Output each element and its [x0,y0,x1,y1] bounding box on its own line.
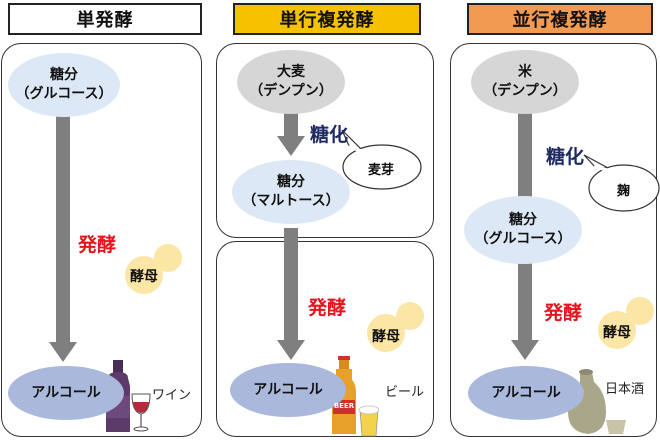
yeast-blob-col2 [367,302,424,352]
wine-glass-icon [131,393,151,432]
starch-rice: 米 （デンプン） [471,50,579,114]
saccharification-label-col2: 糖化 [310,124,349,146]
fermentation-label-col1: 発酵 [78,234,117,256]
sugar-type: （グルコース） [15,86,113,102]
fermentation-label-col2: 発酵 [308,297,347,319]
arrow-col3-saccharification [518,112,532,198]
yeast-label-col3: 酵母 [603,325,631,341]
yeast-blob-col1 [125,244,182,294]
enzyme-malt: 麦芽 [368,163,395,178]
sugar-glucose-col3: 糖分 （グルコース） [464,196,582,264]
arrow-col3-fermentation [511,262,539,360]
panel-single-fermentation [1,43,202,437]
saccharification-label-col3: 糖化 [546,146,585,168]
arrow-col1 [49,112,77,362]
fermentation-label-col3: 発酵 [544,302,583,324]
beer-bottle-label: BEER [333,402,355,410]
panel-parallel-fermentation [450,43,657,437]
header-multiple-parallel-fermentation: 並行複発酵 [467,3,653,35]
yeast-label-col2: 酵母 [372,329,400,345]
sugar-name: 糖分 [509,212,537,228]
alcohol-col2: アルコール [230,363,346,417]
sugar-name: 糖分 [277,174,305,190]
sugar-name: 糖分 [50,67,78,83]
callout-koji [583,154,660,212]
panel-saccharification-stage [216,43,434,238]
drink-label-wine: ワイン [152,388,192,403]
sugar-type: （グルコース） [474,231,572,247]
yeast-blob-col3 [598,297,654,349]
drink-label-beer: ビール [385,385,425,400]
alcohol-col3: アルコール [468,366,584,420]
starch-barley: 大麦 （デンプン） [237,50,345,114]
enzyme-koji: 麹 [617,184,631,199]
arrow-col2-saccharification [277,112,305,156]
sugar-type: （マルトース） [242,193,340,209]
starch-type: （デンプン） [483,83,567,99]
sugar-glucose-col1: 糖分 （グルコース） [8,53,120,117]
header-single-fermentation: 単発酵 [8,3,202,35]
yeast-label-col1: 酵母 [130,269,158,285]
starch-type: （デンプン） [249,83,333,99]
drink-label-sake: 日本酒 [605,382,645,397]
beer-glass-icon [358,405,380,437]
sake-cup-icon [606,420,626,434]
starch-name: 大麦 [277,64,305,80]
alcohol-col1: アルコール [8,366,124,420]
starch-name: 米 [518,64,532,80]
header-multiple-sequential-fermentation: 単行複発酵 [233,3,421,35]
sugar-maltose: 糖分 （マルトース） [232,160,350,224]
callout-malt [341,129,422,190]
panel-fermentation-stage [216,241,434,437]
arrow-col2-fermentation [277,228,305,360]
